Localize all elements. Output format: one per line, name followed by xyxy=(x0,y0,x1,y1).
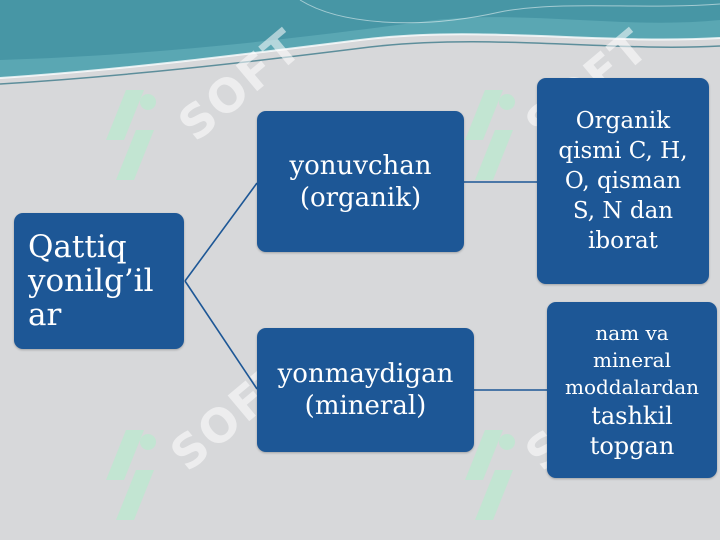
leaf-noncombustible-line-4: tashkil xyxy=(591,401,673,430)
soft-logo-icon xyxy=(106,430,156,520)
leaf-noncombustible-line-2: mineral xyxy=(593,347,671,372)
root-line-2: yonilg’il xyxy=(28,263,154,299)
branch-noncombustible-line-2: (mineral) xyxy=(304,391,427,421)
connector-root-to-noncombustible xyxy=(184,280,258,390)
root-node-solid-fuels: Qattiq yonilg’il ar xyxy=(14,213,184,349)
branch-node-combustible: yonuvchan (organik) xyxy=(257,111,464,252)
leaf-node-combustible-detail: Organik qismi C, H, O, qisman S, N dan i… xyxy=(537,78,709,284)
root-line-1: Qattiq xyxy=(28,229,127,265)
leaf-combustible-line-1: Organik xyxy=(575,108,671,134)
leaf-combustible-line-3: O, qisman xyxy=(564,168,682,194)
soft-logo-icon xyxy=(106,90,156,180)
leaf-noncombustible-line-1: nam va xyxy=(595,320,669,345)
leaf-node-noncombustible-detail: nam va mineral moddalardan tashkil topga… xyxy=(547,302,717,478)
branch-node-noncombustible: yonmaydigan (mineral) xyxy=(257,328,474,452)
soft-logo-icon xyxy=(465,90,515,180)
leaf-noncombustible-line-3: moddalardan xyxy=(564,374,700,399)
root-line-3: ar xyxy=(28,297,62,333)
leaf-combustible-line-4: S, N dan xyxy=(572,198,674,224)
leaf-noncombustible-line-5: topgan xyxy=(589,431,675,460)
branch-noncombustible-line-1: yonmaydigan xyxy=(277,359,454,389)
branch-combustible-line-2: (organik) xyxy=(299,182,422,213)
soft-logo-icon xyxy=(465,430,515,520)
leaf-combustible-line-5: iborat xyxy=(588,228,658,254)
connector-root-to-combustible xyxy=(184,182,258,282)
leaf-combustible-line-2: qismi C, H, xyxy=(558,138,688,164)
header-wave-decoration xyxy=(0,0,720,85)
branch-combustible-line-1: yonuvchan xyxy=(289,150,432,181)
